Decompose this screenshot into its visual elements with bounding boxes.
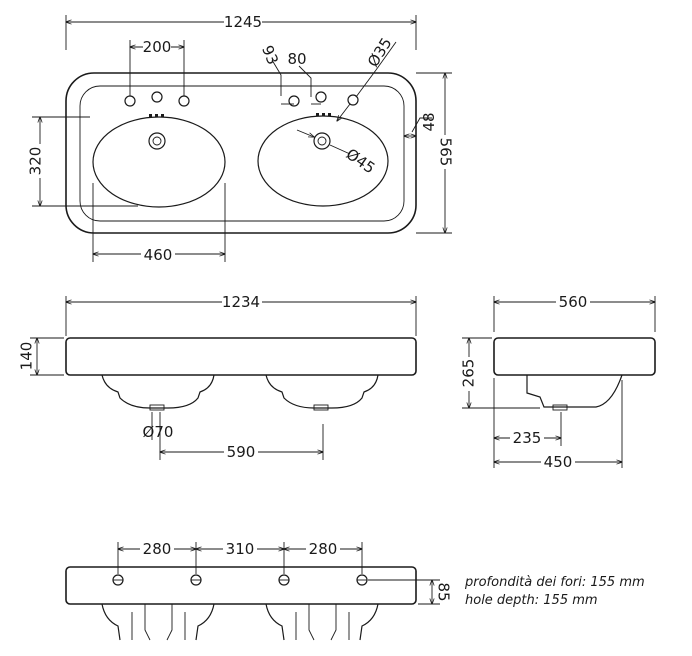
dim-565: 565	[437, 138, 455, 167]
hole-left-bowl	[101, 603, 215, 641]
dim-280-right: 280	[309, 540, 338, 558]
right-drain-inner	[317, 136, 327, 146]
right-drain	[313, 132, 331, 150]
side-view: 560 265 235 450	[460, 293, 656, 471]
tap-hole	[347, 94, 359, 106]
tap-hole	[151, 91, 163, 103]
dim-320: 320	[27, 147, 45, 176]
front-view: 1234 140 Ø70 590	[18, 293, 417, 461]
front-slab	[65, 337, 417, 376]
dim-140: 140	[18, 342, 36, 371]
top-view: 1245 200 93 80 Ø35 48 565 320	[27, 13, 455, 264]
basin-rim-inner	[79, 85, 405, 222]
tap-hole-marker	[112, 574, 124, 586]
dim-48: 48	[420, 112, 438, 131]
dim-d35: Ø35	[364, 34, 396, 70]
dim-235: 235	[513, 429, 542, 447]
left-drain	[148, 132, 166, 150]
front-right-bowl	[265, 374, 379, 409]
front-left-waste	[149, 404, 165, 411]
side-waste	[552, 404, 568, 411]
hole-right-waste	[295, 604, 350, 641]
dim-85: 85	[435, 582, 453, 601]
tap-hole-marker	[278, 574, 290, 586]
front-left-bowl	[101, 374, 215, 409]
hole-right-bowl	[265, 603, 379, 641]
tap-hole-marker	[356, 574, 368, 586]
hole-depth-note-en: hole depth: 155 mm	[465, 593, 598, 608]
tap-hole-marker	[190, 574, 202, 586]
left-drain-inner	[152, 136, 162, 146]
hole-left-waste	[131, 604, 186, 641]
dim-265: 265	[460, 359, 478, 388]
tap-hole	[178, 95, 190, 107]
hole-depth-note-it: profondità dei fori: 155 mm	[464, 575, 645, 590]
dim-93: 93	[258, 43, 282, 67]
dim-80: 80	[287, 50, 306, 68]
dim-560: 560	[559, 293, 588, 311]
dim-200: 200	[143, 38, 172, 56]
dim-280-left: 280	[143, 540, 172, 558]
basin-outline	[65, 72, 417, 234]
dim-590: 590	[227, 443, 256, 461]
side-slab	[493, 337, 656, 376]
dim-1234: 1234	[222, 293, 260, 311]
dim-d45: Ø45	[343, 145, 379, 177]
dim-d70: Ø70	[143, 423, 174, 441]
dim-310: 310	[226, 540, 255, 558]
front-right-waste	[313, 404, 329, 411]
left-bowl	[92, 116, 226, 208]
dim-1245: 1245	[224, 13, 262, 31]
hole-view: 280 310 280 85 profondità dei fori: 155 …	[65, 540, 645, 641]
hole-slab	[65, 566, 417, 605]
side-bowl	[526, 374, 623, 408]
tap-hole	[315, 91, 327, 103]
overflow-dots	[149, 113, 331, 117]
dim-460: 460	[144, 246, 173, 264]
tap-hole	[288, 95, 300, 107]
dim-450: 450	[544, 453, 573, 471]
tap-hole	[124, 95, 136, 107]
